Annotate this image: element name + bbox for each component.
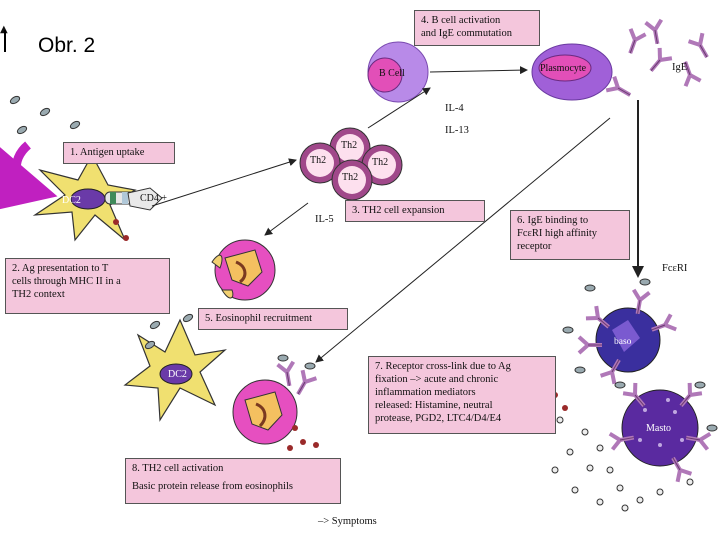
ige-antibodies [604,17,716,104]
cd4-label: CD4 + [140,193,168,204]
step-5-box: 5. Eosinophil recruitment [198,308,348,330]
step-7-line-4: released: Histamine, neutral [375,400,493,411]
eosinophil-top [211,239,276,301]
arrow-ige-to-dc [315,117,611,363]
title-marker-bar [4,30,6,52]
step-1-text: 1. Antigen uptake [70,147,145,158]
step-5-text: 5. Eosinophil recruitment [205,313,313,324]
step-4-box: 4. B cell activation and IgE commutation [414,10,540,46]
step-3-text: 3. TH2 cell expansion [352,205,445,216]
plasmocyte [531,43,613,101]
b-cell [367,41,429,103]
arrow-th2-to-eosinophil [264,202,309,236]
slide-title: Obr. 2 [38,34,96,57]
step-2-line-2: cells through MHC II in a [12,276,121,287]
mastocyte [607,380,718,484]
step-8-box: 8. TH2 cell activation Basic protein rel… [125,458,341,504]
step-4-line-1: 4. B cell activation [421,15,501,26]
step-6-line-1: 6. IgE binding to [517,215,589,226]
step-4-line-2: and IgE commutation [421,28,512,39]
step-8-line-2: Basic protein release from eosinophils [132,481,293,492]
mediator-dots [551,416,694,512]
bcell-label: B Cell [379,68,405,79]
dc-bottom-label: DC2 [168,369,187,380]
granule-dots-eos [287,425,319,451]
arrow-th2-to-bcell [367,87,431,129]
step-7-line-1: 7. Receptor cross-link due to Ag [375,361,511,372]
dendritic-cell-top [32,153,137,242]
dc-top-label: DC2 [62,195,81,206]
masto-label: Masto [646,423,671,434]
baso-label: baso [614,337,632,347]
th2-label-1: Th2 [341,140,358,151]
il5-label: IL-5 [315,214,334,225]
step-6-line-3: receptor [517,241,552,252]
step-7-box: 7. Receptor cross-link due to Ag fixatio… [368,356,556,434]
fceri-label: FcεRI [662,263,688,274]
step-3-box: 3. TH2 cell expansion [345,200,485,222]
basophil [562,278,679,386]
antigen-dots-top [113,219,129,241]
step-2-line-3: TH2 context [12,289,65,300]
step-6-box: 6. IgE binding to FcεRI high affinity re… [510,210,630,260]
arrow-bcell-to-plasmocyte [429,66,528,75]
arrow-dc-to-th2 [151,158,297,207]
step-7-line-2: fixation –> acute and chronic [375,374,499,385]
step-6-line-2: FcεRI high affinity [517,228,598,239]
th2-cluster [299,127,403,201]
uptake-arrow [0,130,58,219]
antigen-particles-top [8,94,82,136]
symptoms-label: –> Symptoms [318,516,377,527]
plasmocyte-label: Plasmocyte [540,63,587,74]
th2-label-4: Th2 [342,172,359,183]
step-2-box: 2. Ag presentation to T cells through MH… [5,258,170,314]
title-marker-icon: ▲ [0,24,8,35]
step-7-line-5: protease, PGD2, LTC4/D4/E4 [375,413,502,424]
il13-label: IL-13 [445,125,469,136]
step-7-line-3: inflammation mediators [375,387,476,398]
step-2-line-1: 2. Ag presentation to T [12,263,109,274]
step-8-line-1: 8. TH2 cell activation [132,463,224,474]
step-1-box: 1. Antigen uptake [63,142,175,164]
eosinophil-bottom [232,354,319,445]
th2-label-3: Th2 [372,157,389,168]
il4-label: IL-4 [445,103,464,114]
ige-label: IgE [672,62,688,73]
th2-label-2: Th2 [310,155,327,166]
